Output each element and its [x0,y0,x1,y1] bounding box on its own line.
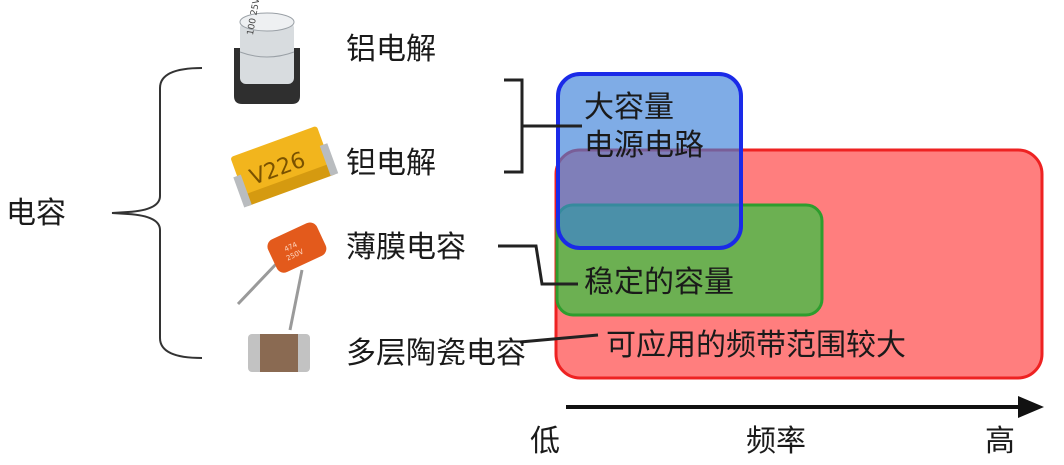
mlcc-label: 多层陶瓷电容 [346,336,526,371]
tantalum-capacitor-icon: V226 [231,126,339,208]
film-capacitor-label: 薄膜电容 [346,230,466,265]
axis-high-label: 高 [985,424,1015,459]
wide-band-label: 可应用的频带范围较大 [606,328,906,363]
large-capacity-label-line1: 大容量 [584,90,674,125]
tantalum-label: 钽电解 [346,146,436,181]
large-capacity-region [556,72,743,250]
film-connector [498,244,578,286]
aluminum-electrolytic-capacitor-icon: 100 25V SYK [234,0,300,104]
main-brace [111,67,203,359]
root-label: 电容 [6,196,66,231]
axis-low-label: 低 [530,424,560,459]
mlcc-connector [519,333,599,344]
aluminum-electrolytic-label: 铝电解 [346,32,436,67]
film-capacitor-icon: 474 250V [236,222,327,331]
large-capacity-label-line2: 电源电路 [584,128,704,163]
axis-title-label: 频率 [746,424,806,459]
frequency-axis-arrowhead [1018,396,1044,418]
mlcc-chip-capacitor-icon [248,334,310,372]
electrolytic-bracket [504,78,582,174]
stable-capacity-label: 稳定的容量 [584,265,734,300]
